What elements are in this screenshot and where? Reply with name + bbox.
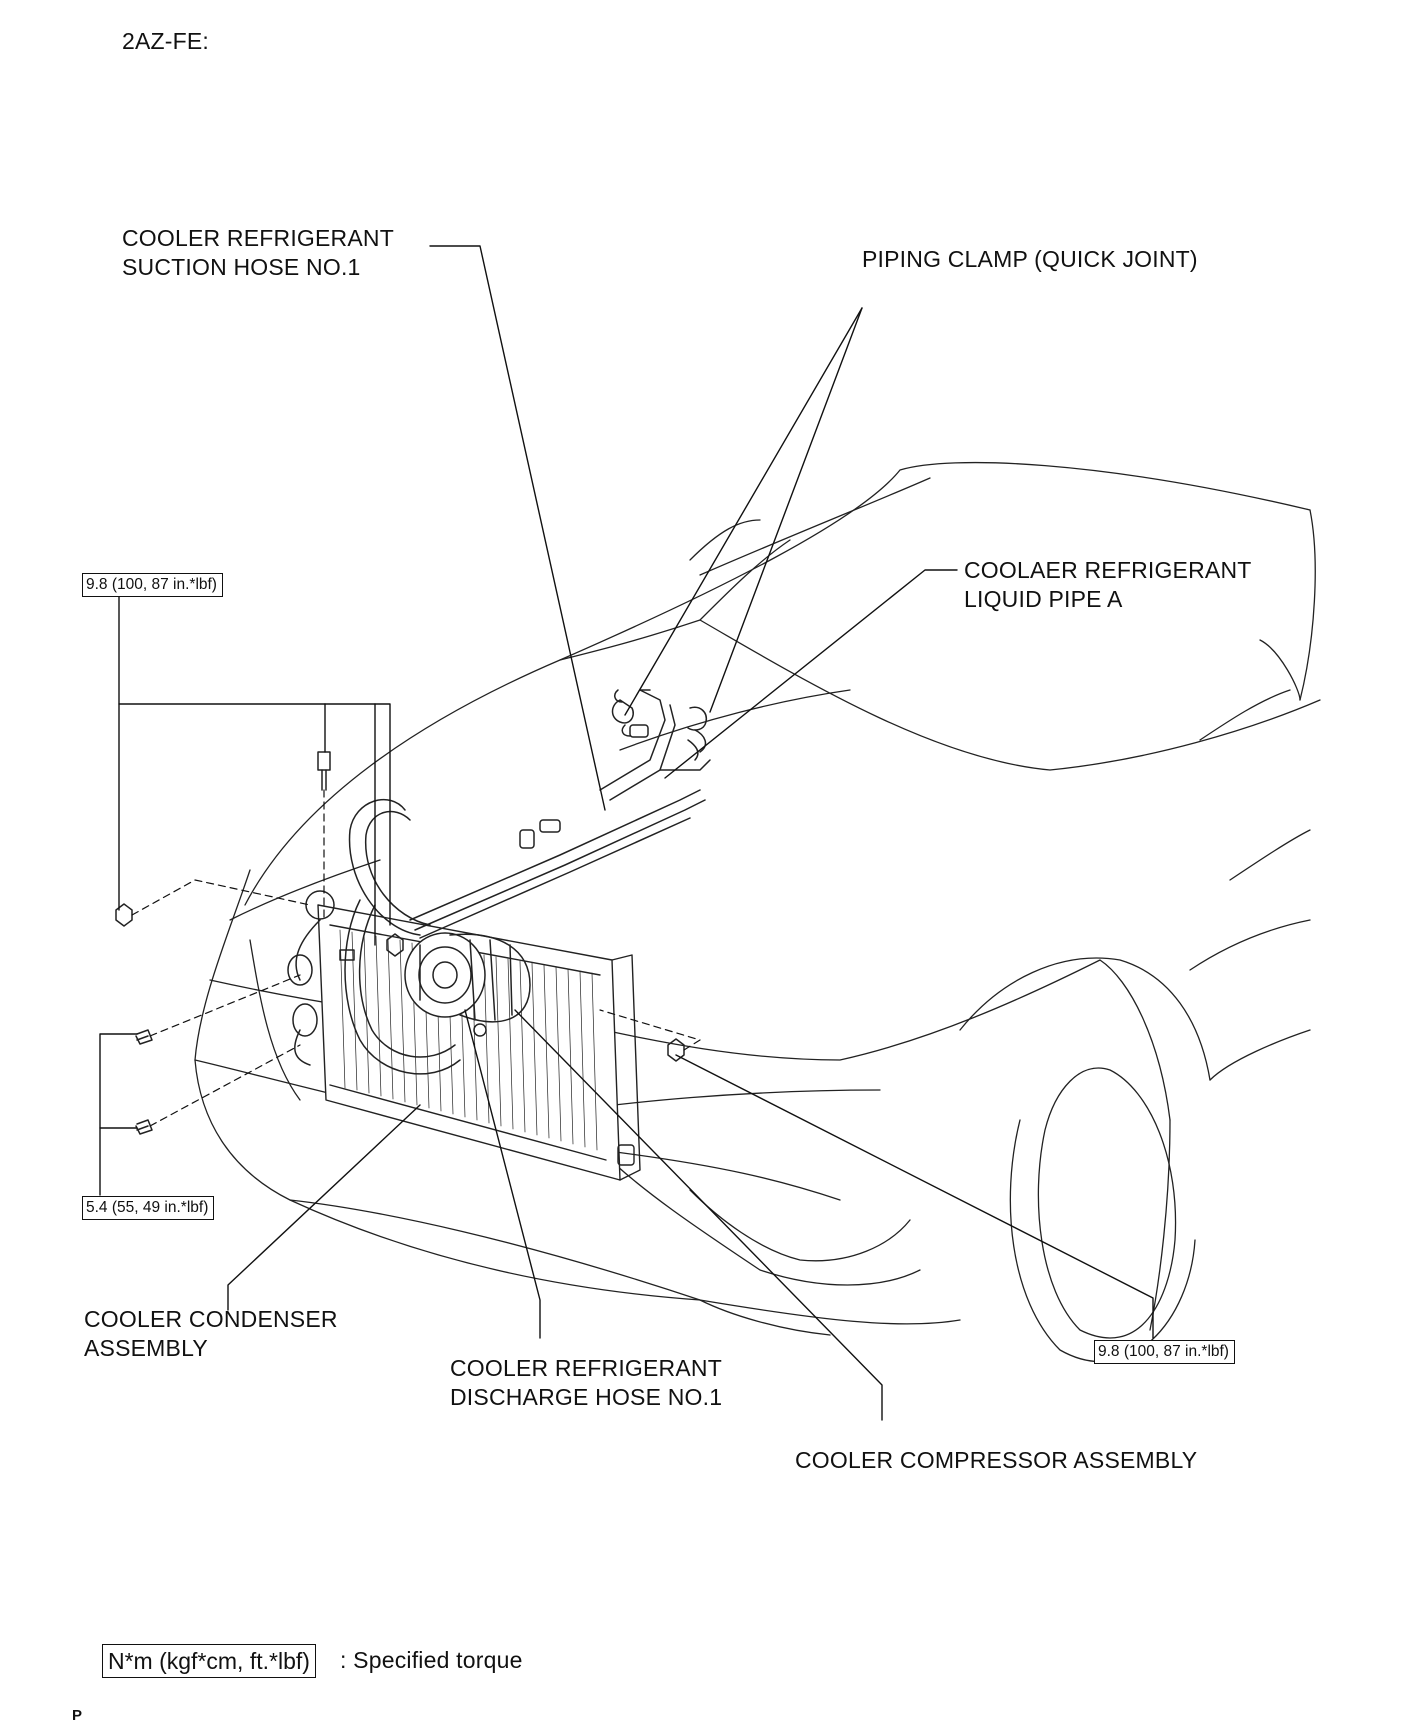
dashed-guides [131,789,701,1127]
engine-code-heading: 2AZ-FE: [122,28,210,54]
torque-spec-lower-left: 5.4 (55, 49 in.*lbf) [82,1196,215,1220]
footer-mark: P [72,1707,83,1724]
hose-graphics [287,689,711,1075]
torque-legend-text: : Specified torque [340,1647,523,1673]
fasteners [115,751,685,1135]
label-liquid-pipe-line2: LIQUID PIPE A [964,586,1123,612]
piping-clamps [611,689,708,761]
label-liquid-pipe-line1: COOLAER REFRIGERANT [964,557,1252,583]
torque-spec-upper-left: 9.8 (100, 87 in.*lbf) [82,573,223,597]
label-condenser-line2: ASSEMBLY [84,1335,208,1361]
compressor-graphic [404,932,531,1037]
label-condenser-line1: COOLER CONDENSER [84,1306,338,1332]
label-discharge-hose-line2: DISCHARGE HOSE NO.1 [450,1384,723,1410]
torque-spec-right: 9.8 (100, 87 in.*lbf) [1094,1340,1235,1364]
label-compressor: COOLER COMPRESSOR ASSEMBLY [795,1447,1198,1473]
car-body-outline [194,461,1321,1363]
label-suction-hose-line2: SUCTION HOSE NO.1 [122,254,361,280]
condenser-graphic [317,904,641,1181]
label-discharge-hose-line1: COOLER REFRIGERANT [450,1355,722,1381]
label-piping-clamp: PIPING CLAMP (QUICK JOINT) [862,246,1198,272]
label-suction-hose-line1: COOLER REFRIGERANT [122,225,394,251]
leader-lines [99,245,1154,1421]
torque-legend-box: N*m (kgf*cm, ft.*lbf) [102,1644,316,1678]
